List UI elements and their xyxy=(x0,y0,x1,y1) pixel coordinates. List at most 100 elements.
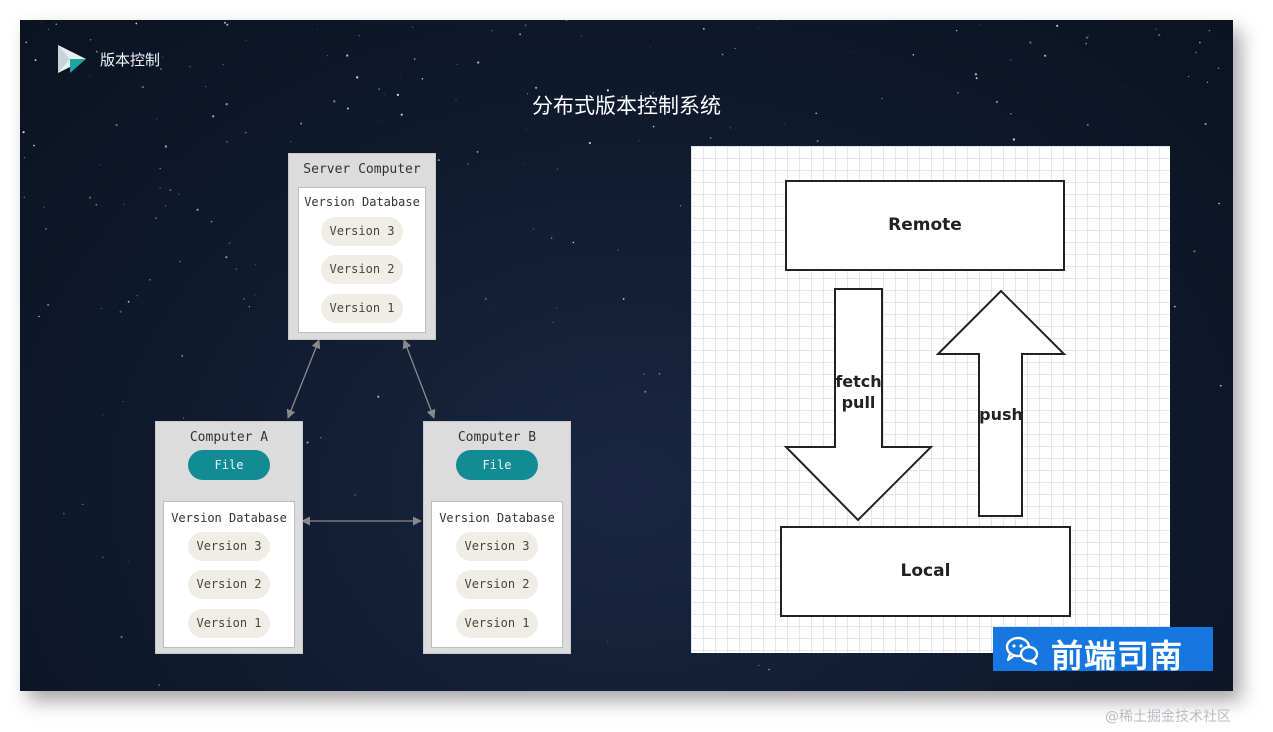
star xyxy=(491,30,493,32)
computer-b-version-database: Version Database Version 3 Version 2 Ver… xyxy=(431,501,563,648)
star xyxy=(63,512,65,515)
star xyxy=(580,35,582,37)
star xyxy=(484,297,487,300)
header-title: 版本控制 xyxy=(100,51,161,69)
star xyxy=(159,187,161,189)
star xyxy=(156,118,158,120)
star xyxy=(333,100,336,103)
server-version-2: Version 2 xyxy=(321,255,403,284)
star xyxy=(89,39,92,41)
local-label: Local xyxy=(900,561,951,581)
star xyxy=(196,208,199,211)
star xyxy=(522,163,524,164)
star xyxy=(122,400,124,402)
computer-b-box: Computer B File Version Database Version… xyxy=(423,421,571,654)
computer-b-version-2: Version 2 xyxy=(456,570,538,599)
remote-box xyxy=(785,180,1065,271)
star xyxy=(652,91,654,94)
star xyxy=(228,242,231,245)
star xyxy=(128,560,130,562)
star xyxy=(290,140,292,143)
star xyxy=(524,24,527,26)
star xyxy=(652,125,655,128)
star xyxy=(1088,35,1089,37)
star xyxy=(640,338,642,339)
star xyxy=(243,297,245,300)
star xyxy=(532,228,535,230)
star xyxy=(437,159,440,162)
star xyxy=(1218,202,1220,205)
computer-b-version-1: Version 1 xyxy=(456,609,538,638)
star xyxy=(1012,138,1016,141)
star xyxy=(1029,41,1032,44)
remote-local-diagram: Remote Local fetch pull push xyxy=(691,146,1170,653)
star xyxy=(47,29,49,30)
star xyxy=(378,88,381,91)
star xyxy=(1217,67,1220,70)
star xyxy=(225,103,228,106)
star xyxy=(225,256,228,259)
computer-a-version-3: Version 3 xyxy=(188,532,270,561)
star xyxy=(525,129,527,131)
star xyxy=(224,268,225,270)
star xyxy=(396,93,400,97)
star xyxy=(358,34,360,37)
star xyxy=(555,307,557,309)
star xyxy=(550,237,553,239)
star xyxy=(55,23,57,25)
star xyxy=(912,54,915,56)
star xyxy=(1158,33,1161,37)
play-logo-icon xyxy=(58,45,86,73)
star xyxy=(320,437,322,439)
star xyxy=(378,120,379,122)
computer-a-version-database: Version Database Version 3 Version 2 Ver… xyxy=(163,501,295,648)
star xyxy=(158,684,160,686)
computer-a-version-1: Version 1 xyxy=(188,609,270,638)
star xyxy=(95,50,98,53)
star xyxy=(41,21,43,23)
star xyxy=(204,85,207,88)
star xyxy=(223,21,227,24)
computer-b-version-3: Version 3 xyxy=(456,532,538,561)
star xyxy=(141,86,144,89)
pull-label: pull xyxy=(841,393,876,412)
server-version-database: Version Database Version 3 Version 2 Ver… xyxy=(298,187,426,333)
star xyxy=(162,56,164,58)
star xyxy=(317,28,319,30)
star xyxy=(758,27,760,29)
star xyxy=(100,164,102,166)
star xyxy=(127,300,130,303)
star xyxy=(22,131,25,134)
star xyxy=(643,373,645,375)
brand-badge-text: 前端司南 xyxy=(1051,637,1184,675)
star xyxy=(853,50,855,52)
star xyxy=(979,24,981,25)
star xyxy=(957,91,959,94)
star xyxy=(38,315,40,318)
down-arrow xyxy=(783,288,934,522)
star xyxy=(225,140,228,143)
star xyxy=(1194,51,1197,54)
star xyxy=(222,63,224,66)
star xyxy=(300,122,303,125)
watermark: @稀土掘金技术社区 xyxy=(1105,709,1231,725)
brand-badge: 前端司南 xyxy=(993,627,1213,675)
star xyxy=(178,193,180,195)
star xyxy=(1155,28,1157,30)
star xyxy=(1193,250,1196,253)
star xyxy=(556,168,559,170)
star xyxy=(776,20,778,21)
star xyxy=(136,295,138,297)
server-version-1: Version 1 xyxy=(321,294,403,323)
star xyxy=(710,137,712,139)
star xyxy=(47,303,50,307)
star xyxy=(164,205,166,207)
star xyxy=(248,306,251,308)
star xyxy=(702,27,705,30)
star xyxy=(456,64,458,66)
star xyxy=(622,297,625,300)
star xyxy=(615,217,617,219)
star xyxy=(565,20,568,21)
star xyxy=(44,227,47,230)
star xyxy=(606,89,610,92)
